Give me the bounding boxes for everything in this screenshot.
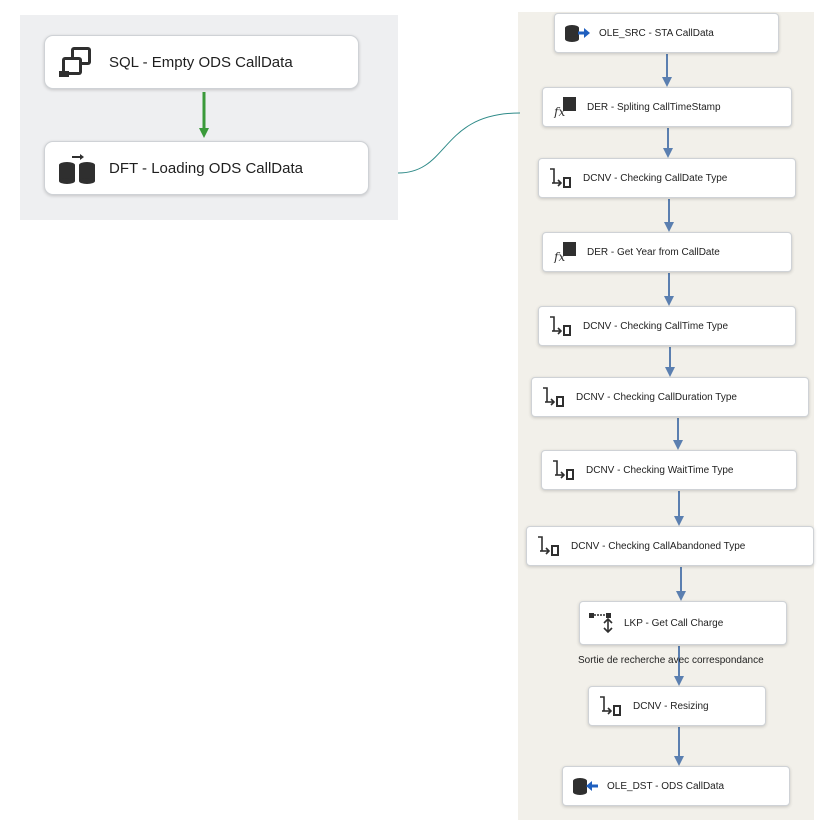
data-conversion-resizing[interactable]: DCNV - Resizing: [588, 686, 766, 726]
component-label: DCNV - Checking CallDate Type: [583, 172, 728, 184]
data-conversion-calltime[interactable]: DCNV - Checking CallTime Type: [538, 306, 796, 346]
data-flow-task-label: DFT - Loading ODS CallData: [109, 159, 303, 177]
data-conversion-icon: [540, 386, 568, 408]
data-flow-task-icon: [55, 151, 101, 185]
sql-task[interactable]: SQL - Empty ODS CallData: [44, 35, 359, 89]
component-label: DCNV - Checking CallDuration Type: [576, 391, 737, 403]
lookup-match-output-label: Sortie de recherche avec correspondance: [578, 655, 764, 666]
ole-destination[interactable]: OLE_DST - ODS CallData: [562, 766, 790, 806]
data-conversion-icon: [535, 535, 563, 557]
component-label: DCNV - Resizing: [633, 700, 709, 712]
data-conversion-waittime[interactable]: DCNV - Checking WaitTime Type: [541, 450, 797, 490]
svg-text:fx: fx: [553, 105, 565, 118]
ole-source[interactable]: OLE_SRC - STA CallData: [554, 13, 779, 53]
data-flow-paths: [662, 54, 686, 766]
data-conversion-calldate[interactable]: DCNV - Checking CallDate Type: [538, 158, 796, 198]
data-conversion-callabandoned[interactable]: DCNV - Checking CallAbandoned Type: [526, 526, 814, 566]
ole-destination-icon: [571, 776, 599, 796]
lookup-call-charge[interactable]: LKP - Get Call Charge: [579, 601, 787, 645]
component-label: DER - Spliting CallTimeStamp: [587, 101, 721, 113]
component-label: LKP - Get Call Charge: [624, 617, 724, 629]
component-label: DCNV - Checking CallAbandoned Type: [571, 540, 746, 552]
data-conversion-icon: [547, 315, 575, 337]
component-label: DER - Get Year from CallDate: [587, 246, 720, 258]
svg-text:fx: fx: [553, 250, 565, 263]
component-label: OLE_DST - ODS CallData: [607, 780, 725, 792]
data-flow-task[interactable]: DFT - Loading ODS CallData: [44, 141, 369, 195]
data-conversion-callduration[interactable]: DCNV - Checking CallDuration Type: [531, 377, 809, 417]
sql-task-label: SQL - Empty ODS CallData: [109, 53, 293, 71]
component-label: DCNV - Checking CallTime Type: [583, 320, 729, 332]
data-conversion-icon: [550, 459, 578, 481]
zoom-callout-connector: [397, 112, 521, 174]
lookup-icon: [588, 611, 616, 635]
derived-column-year[interactable]: fx DER - Get Year from CallDate: [542, 232, 792, 272]
component-label: OLE_SRC - STA CallData: [599, 27, 714, 39]
derived-column-split[interactable]: fx DER - Spliting CallTimeStamp: [542, 87, 792, 127]
sql-task-icon: [55, 45, 101, 79]
derived-column-icon: fx: [551, 241, 579, 263]
component-label: DCNV - Checking WaitTime Type: [586, 464, 734, 476]
ole-source-icon: [563, 23, 591, 43]
derived-column-icon: fx: [551, 96, 579, 118]
data-conversion-icon: [597, 695, 625, 717]
data-conversion-icon: [547, 167, 575, 189]
